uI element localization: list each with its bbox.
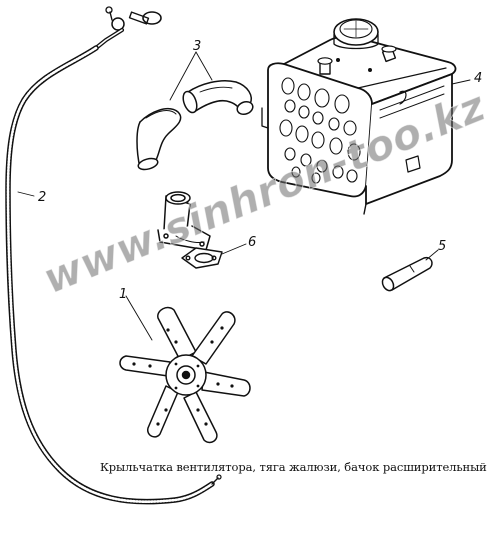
rubber-hoses [136,80,254,171]
callout-4: 4 [474,71,482,86]
expansion-tank [261,18,457,215]
rubber-plug [381,256,433,292]
tank-vent-holes [279,77,361,184]
leader-line-6 [221,243,247,255]
leader-line-3a [169,51,197,101]
leader-line-5 [425,249,439,261]
callout-5: 5 [438,239,446,254]
figure-caption: Крыльчатка вентилятора, тяга жалюзи, бач… [100,460,487,474]
callout-6: 6 [248,235,256,250]
callout-2: 2 [38,190,46,205]
callout-3: 3 [193,39,201,54]
callout-1: 1 [119,287,127,302]
leader-line-2 [17,191,35,197]
fan-impeller [119,306,251,444]
leader-line-3b [195,51,213,81]
gasket [181,247,223,269]
rod-knob [142,11,162,25]
thermostat-housing [157,191,211,251]
leader-line-1 [125,295,153,341]
shutter-control-rod [5,6,222,505]
leader-line-4 [451,79,471,85]
